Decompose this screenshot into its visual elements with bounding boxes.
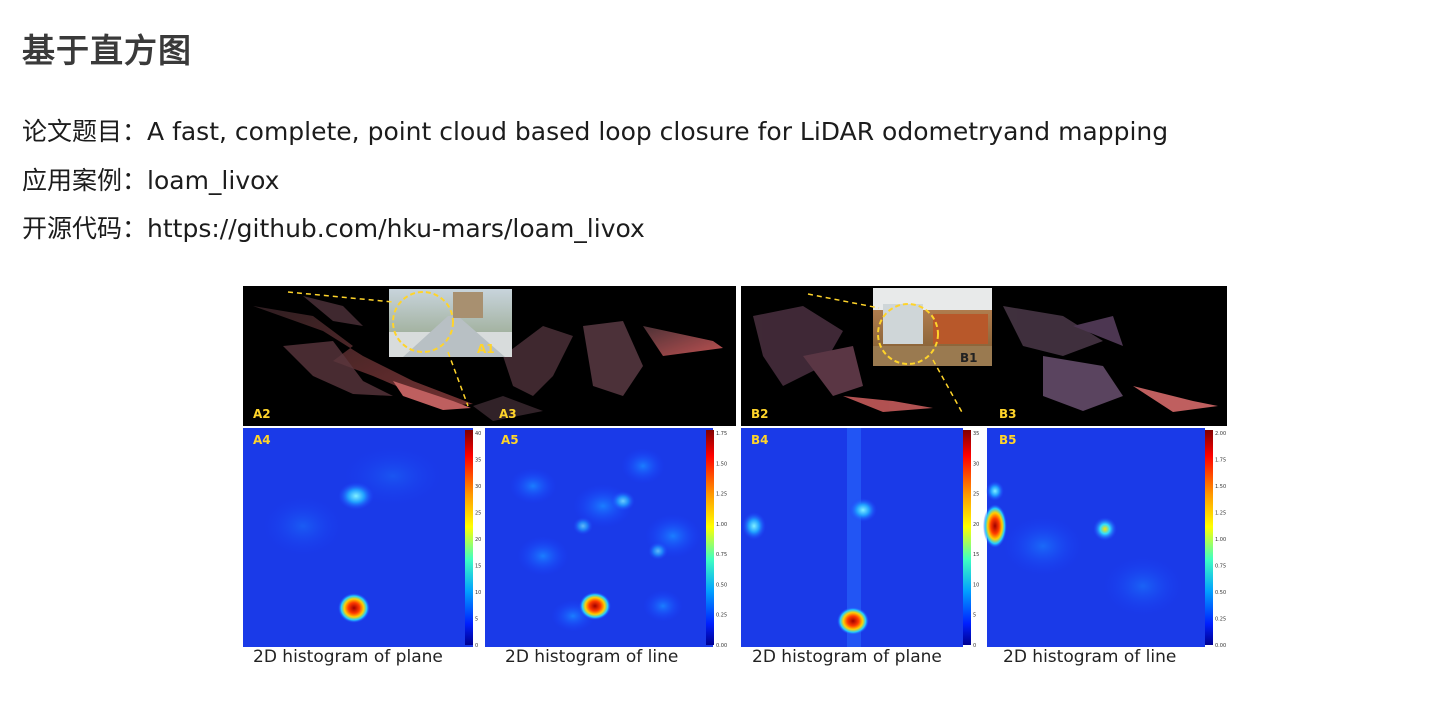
label-a2: A2 bbox=[253, 407, 271, 421]
colorbar-tick-label: 1.25 bbox=[716, 492, 727, 498]
photo-b1 bbox=[873, 288, 992, 366]
application-line: 应用案例：loam_livox bbox=[22, 161, 279, 197]
colorbar-tick-label: 35 bbox=[475, 458, 481, 464]
colorbar-tick-label: 0.50 bbox=[1215, 590, 1226, 596]
paper-title-key: 论文题目： bbox=[22, 117, 148, 146]
colorbar-tick-label: 10 bbox=[973, 582, 979, 588]
colorbar-tick-label: 1.50 bbox=[1215, 484, 1226, 490]
application-value: loam_livox bbox=[147, 166, 280, 195]
colorbar-b5 bbox=[1205, 430, 1213, 645]
caption-b4: 2D histogram of plane bbox=[752, 647, 942, 666]
colorbar-tick-label: 0.00 bbox=[1215, 643, 1226, 649]
paper-title-line: 论文题目：A fast, complete, point cloud based… bbox=[22, 112, 1168, 148]
colorbar-ticks-a4: 40 35 30 25 20 15 10 5 0 bbox=[475, 431, 481, 649]
label-b1: B1 bbox=[960, 351, 978, 365]
source-code-line: 开源代码：https://github.com/hku-mars/loam_li… bbox=[22, 209, 645, 245]
caption-b5: 2D histogram of line bbox=[1003, 647, 1176, 666]
colorbar-tick-label: 15 bbox=[475, 564, 481, 570]
colorbar-tick-label: 0.50 bbox=[716, 582, 727, 588]
colorbar-tick-label: 1.00 bbox=[1215, 537, 1226, 543]
colorbar-tick-label: 1.75 bbox=[1215, 458, 1226, 464]
point-cloud-b3 bbox=[1003, 306, 1218, 412]
colorbar-tick-label: 1.50 bbox=[716, 461, 727, 467]
source-code-value[interactable]: https://github.com/hku-mars/loam_livox bbox=[147, 214, 645, 243]
label-b4: B4 bbox=[751, 433, 769, 447]
figure-svg: A1 B1 A2 A3 B2 B3 A4 40 35 30 25 20 15 10 5 0 A5… bbox=[243, 286, 1227, 666]
colorbar-a4 bbox=[465, 430, 473, 645]
colorbar-tick-label: 25 bbox=[475, 511, 481, 517]
colorbar-tick-label: 0.00 bbox=[716, 643, 727, 649]
colorbar-tick-label: 2.00 bbox=[1215, 431, 1226, 437]
histogram-a5: A5 bbox=[485, 428, 713, 647]
colorbar-tick-label: 0 bbox=[973, 643, 976, 649]
colorbar-tick-label: 0.75 bbox=[716, 552, 727, 558]
label-b3: B3 bbox=[999, 407, 1017, 421]
colorbar-tick-label: 10 bbox=[475, 590, 481, 596]
application-key: 应用案例： bbox=[22, 166, 148, 195]
histogram-b5: B5 bbox=[983, 428, 1205, 647]
label-a3: A3 bbox=[499, 407, 517, 421]
colorbar-b4 bbox=[963, 430, 971, 645]
label-b5: B5 bbox=[999, 433, 1017, 447]
colorbar-tick-label: 25 bbox=[973, 492, 979, 498]
colorbar-tick-label: 20 bbox=[475, 537, 481, 543]
colorbar-tick-label: 1.25 bbox=[1215, 511, 1226, 517]
photo-a1 bbox=[389, 289, 512, 357]
label-a5: A5 bbox=[501, 433, 519, 447]
slide-title: 基于直方图 bbox=[22, 31, 192, 70]
colorbar-tick-label: 1.75 bbox=[716, 431, 727, 437]
colorbar-tick-label: 0 bbox=[475, 643, 478, 649]
colorbar-tick-label: 40 bbox=[475, 431, 481, 437]
point-cloud-a3 bbox=[473, 321, 723, 421]
label-a1: A1 bbox=[477, 342, 495, 356]
caption-a5: 2D histogram of line bbox=[505, 647, 678, 666]
colorbar-tick-label: 0.25 bbox=[716, 613, 727, 619]
colorbar-ticks-b4: 35 30 25 20 15 10 5 0 bbox=[973, 431, 979, 649]
colorbar-tick-label: 20 bbox=[973, 522, 979, 528]
colorbar-tick-label: 0.25 bbox=[1215, 617, 1226, 623]
colorbar-a5 bbox=[706, 430, 714, 645]
colorbar-ticks-b5: 2.00 1.75 1.50 1.25 1.00 0.75 0.50 0.25 0.00 bbox=[1215, 431, 1226, 649]
paper-figure: A1 B1 A2 A3 B2 B3 A4 40 35 30 25 20 15 10 5 0 A5… bbox=[243, 286, 1227, 666]
colorbar-tick-label: 30 bbox=[973, 461, 979, 467]
point-cloud-a2 bbox=[253, 296, 473, 410]
point-cloud-b2 bbox=[753, 306, 933, 412]
colorbar-tick-label: 5 bbox=[973, 613, 976, 619]
colorbar-tick-label: 5 bbox=[475, 617, 478, 623]
colorbar-tick-label: 30 bbox=[475, 484, 481, 490]
colorbar-tick-label: 15 bbox=[973, 552, 979, 558]
colorbar-tick-label: 0.75 bbox=[1215, 564, 1226, 570]
colorbar-tick-label: 1.00 bbox=[716, 522, 727, 528]
label-a4: A4 bbox=[253, 433, 271, 447]
caption-a4: 2D histogram of plane bbox=[253, 647, 443, 666]
source-code-key: 开源代码： bbox=[22, 214, 148, 243]
paper-title-value: A fast, complete, point cloud based loop… bbox=[147, 117, 1169, 146]
colorbar-ticks-a5: 1.75 1.50 1.25 1.00 0.75 0.50 0.25 0.00 bbox=[716, 431, 727, 649]
label-b2: B2 bbox=[751, 407, 769, 421]
histogram-b4: B4 bbox=[741, 428, 963, 647]
histogram-a4: A4 bbox=[243, 428, 473, 647]
colorbar-tick-label: 35 bbox=[973, 431, 979, 437]
